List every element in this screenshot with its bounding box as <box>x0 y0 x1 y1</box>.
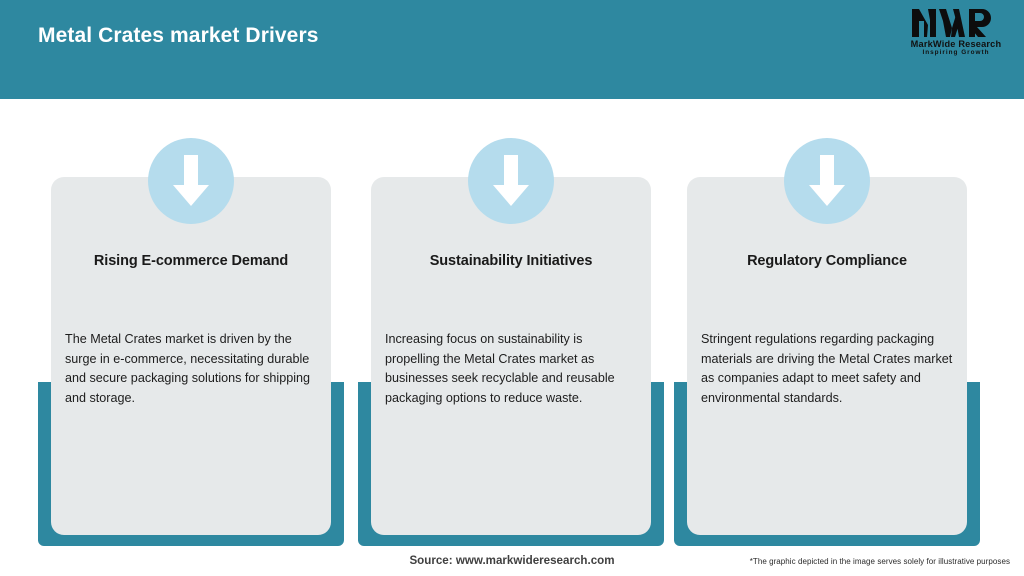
page-header: Metal Crates market Drivers MarkWide Res… <box>0 0 1024 99</box>
arrow-down-glyph <box>493 155 529 206</box>
logo-company-name: MarkWide Research <box>910 39 1002 49</box>
arrow-down-glyph <box>173 155 209 206</box>
arrow-down-icon <box>148 138 234 224</box>
disclaimer-note: *The graphic depicted in the image serve… <box>749 557 1010 566</box>
logo-tagline: Inspiring Growth <box>922 49 990 56</box>
arrow-down-icon <box>784 138 870 224</box>
card-body-text: Increasing focus on sustainability is pr… <box>385 332 615 405</box>
arrow-down-icon <box>468 138 554 224</box>
page-title: Metal Crates market Drivers <box>38 24 319 47</box>
arrow-down-glyph <box>809 155 845 206</box>
card-title: Regulatory Compliance <box>747 253 907 269</box>
brand-logo: MarkWide Research Inspiring Growth <box>904 8 1008 64</box>
source-label: Source: www.markwideresearch.com <box>409 554 615 567</box>
drivers-card-row: Rising E-commerce Demand The Metal Crate… <box>0 99 1024 546</box>
card-panel: Sustainability Initiatives Increasing fo… <box>371 177 651 535</box>
driver-card-1: Rising E-commerce Demand The Metal Crate… <box>38 99 344 546</box>
card-panel: Rising E-commerce Demand The Metal Crate… <box>51 177 331 535</box>
mwr-monogram-icon <box>912 9 991 37</box>
driver-card-2: Sustainability Initiatives Increasing fo… <box>358 99 664 546</box>
card-title: Sustainability Initiatives <box>429 253 593 269</box>
driver-card-3: Regulatory Compliance Stringent regulati… <box>674 99 980 546</box>
card-title: Rising E-commerce Demand <box>93 253 289 269</box>
card-panel: Regulatory Compliance Stringent regulati… <box>687 177 967 535</box>
card-body-text: Stringent regulations regarding packagin… <box>701 332 953 405</box>
card-body-text: The Metal Crates market is driven by the… <box>65 332 311 405</box>
